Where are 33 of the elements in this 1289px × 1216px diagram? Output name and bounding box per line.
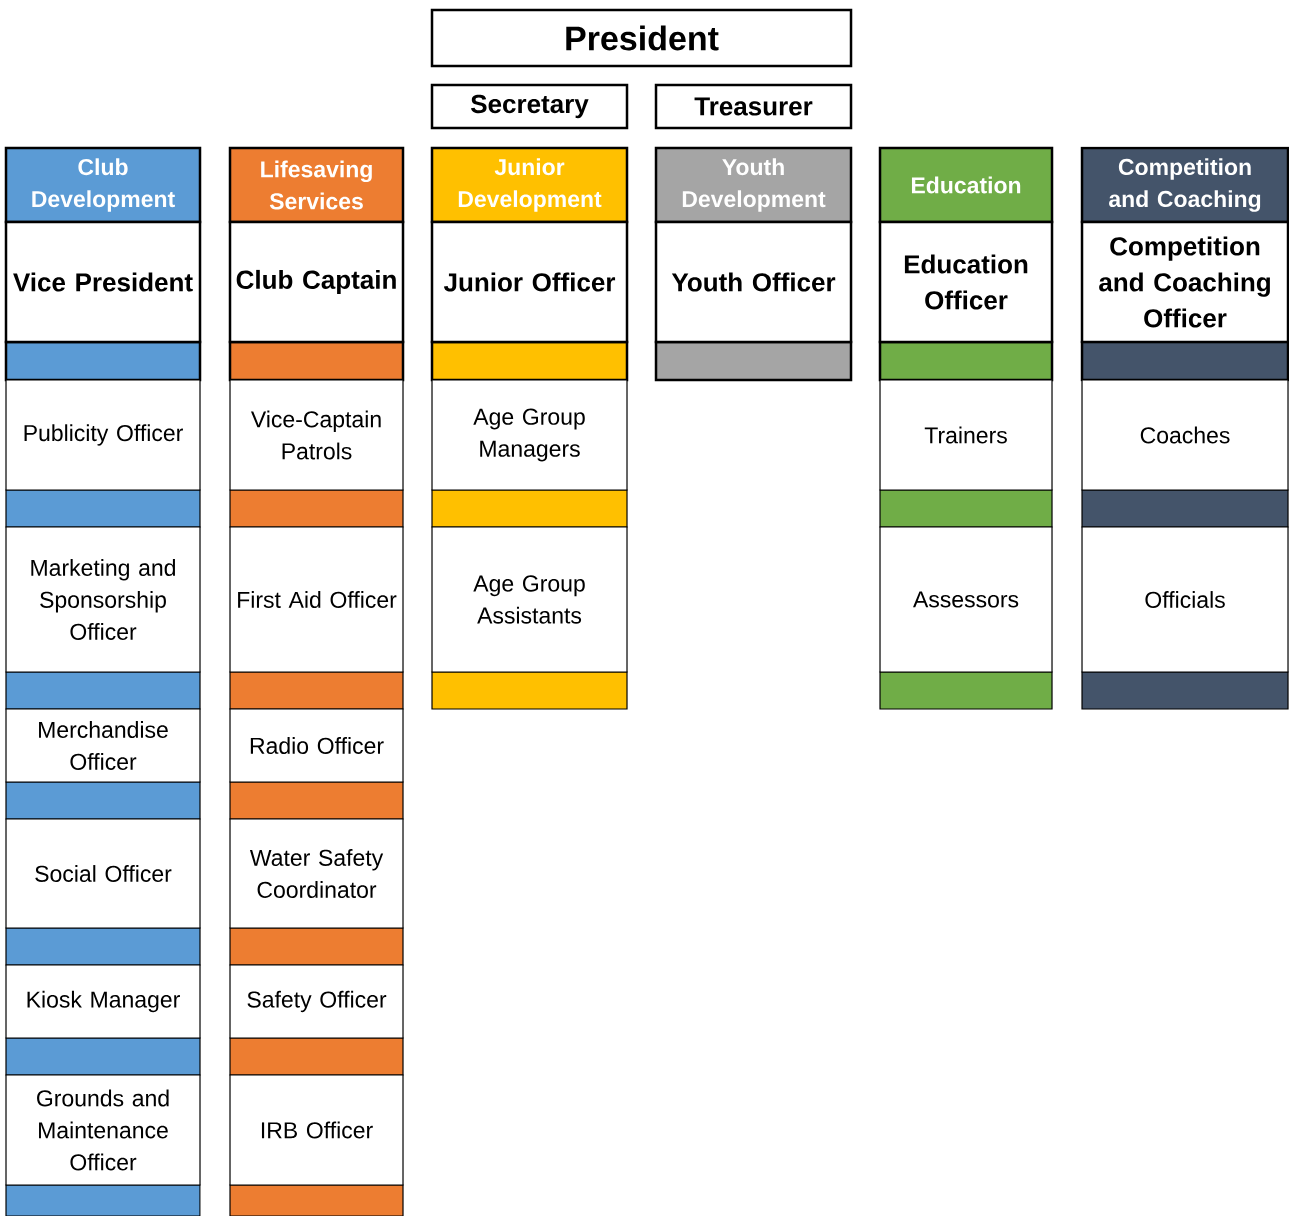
officer-box: Club Captain [228, 220, 405, 344]
role-box: Officials [1081, 526, 1289, 673]
role-box: IRB Officer [229, 1074, 404, 1186]
role-box: Safety Officer [229, 964, 404, 1039]
role-box: Treasurer [654, 83, 853, 130]
department-header: Youth Development [654, 146, 853, 224]
officer-box: Junior Officer [430, 220, 629, 344]
role-box: Water Safety Coordinator [229, 818, 404, 929]
role-box: Marketing and Sponsorship Officer [5, 526, 201, 673]
role-box: Vice-Captain Patrols [229, 379, 404, 491]
role-box: Merchandise Officer [5, 708, 201, 783]
role-box: Social Officer [5, 818, 201, 929]
role-box: Age Group Assistants [431, 526, 628, 673]
role-box: Assessors [879, 526, 1053, 673]
role-box: Trainers [879, 379, 1053, 491]
officer-box: Competition and Coaching Officer [1080, 220, 1289, 344]
department-header: Education [878, 146, 1054, 224]
officer-box: Vice President [4, 220, 202, 344]
role-box: Radio Officer [229, 708, 404, 783]
role-box: Age Group Managers [431, 379, 628, 491]
role-box: President [430, 8, 853, 68]
officer-box: Youth Officer [654, 220, 853, 344]
department-header: Junior Development [430, 146, 629, 224]
department-header: Lifesaving Services [228, 146, 405, 224]
role-box: Secretary [430, 83, 629, 130]
role-box: Grounds and Maintenance Officer [5, 1074, 201, 1186]
role-box: Publicity Officer [5, 379, 201, 491]
role-box: Kiosk Manager [5, 964, 201, 1039]
role-box: Coaches [1081, 379, 1289, 491]
department-header: Club Development [4, 146, 202, 224]
department-header: Competition and Coaching [1080, 146, 1289, 224]
officer-box: Education Officer [878, 220, 1054, 344]
role-box: First Aid Officer [229, 526, 404, 673]
